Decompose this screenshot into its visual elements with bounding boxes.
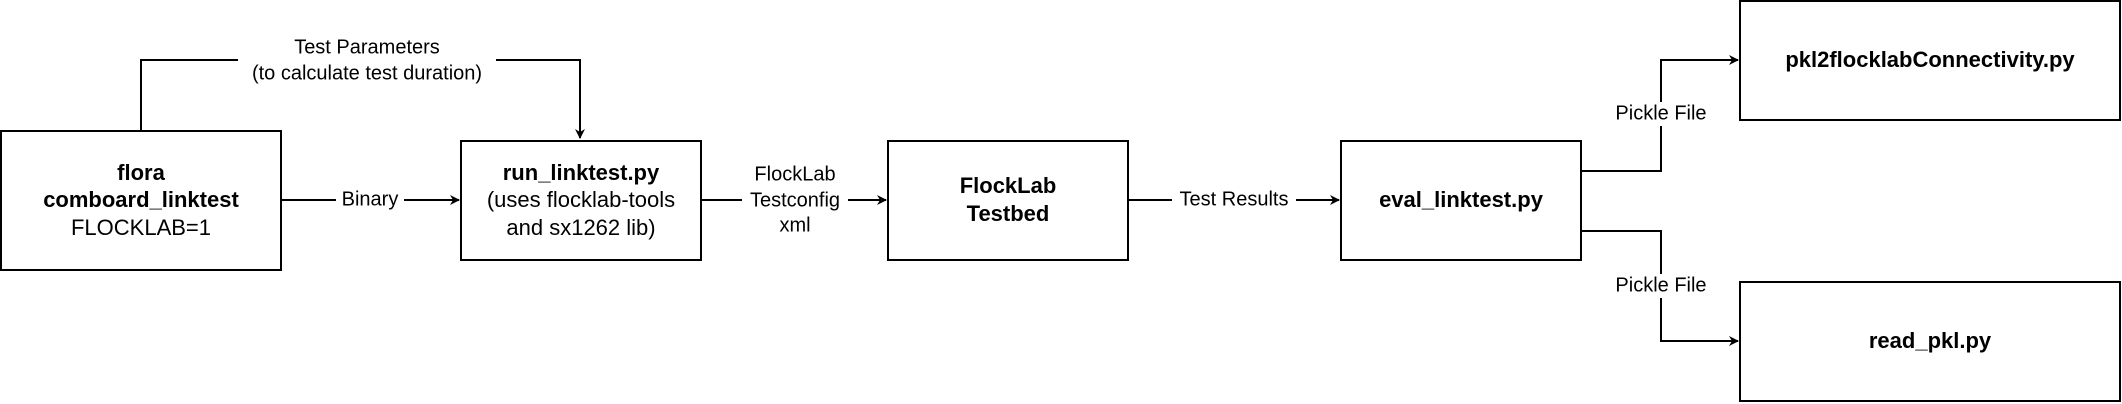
node-flora-line1: flora bbox=[117, 160, 165, 185]
edge-test-parameters: Test Parameters (to calculate test durat… bbox=[140, 32, 585, 139]
edge-pickle-top: Pickle File bbox=[1581, 55, 1739, 172]
edge-binary: Binary bbox=[281, 188, 460, 212]
edge-label-pickle-bottom: Pickle File bbox=[1615, 274, 1706, 296]
node-flocklab-testbed-line1: FlockLab bbox=[960, 173, 1057, 198]
edge-label-pickle-top: Pickle File bbox=[1615, 102, 1706, 124]
edge-label-testconfig-line2: Testconfig bbox=[750, 189, 840, 211]
node-flora: flora comboard_linktest FLOCKLAB=1 bbox=[0, 130, 282, 271]
node-eval-linktest: eval_linktest.py bbox=[1340, 140, 1582, 261]
node-flora-line2: comboard_linktest bbox=[43, 187, 239, 212]
node-run-linktest-line2: (uses flocklab-tools bbox=[487, 187, 675, 212]
edge-label-testconfig-line1: FlockLab bbox=[754, 163, 835, 185]
node-flocklab-testbed: FlockLab Testbed bbox=[887, 140, 1129, 261]
node-pkl2flocklab: pkl2flocklabConnectivity.py bbox=[1739, 0, 2121, 121]
edge-testconfig: FlockLab Testconfig xml bbox=[701, 162, 887, 238]
edge-label-test-parameters-line2: (to calculate test duration) bbox=[252, 62, 482, 84]
node-read-pkl: read_pkl.py bbox=[1739, 281, 2121, 402]
edge-label-testconfig-line3: xml bbox=[779, 214, 810, 236]
node-flora-line3: FLOCKLAB=1 bbox=[71, 215, 211, 240]
edge-label-test-parameters-line1: Test Parameters bbox=[294, 36, 440, 58]
edge-label-test-results: Test Results bbox=[1180, 188, 1289, 210]
node-read-pkl-line1: read_pkl.py bbox=[1869, 328, 1992, 353]
edge-test-results: Test Results bbox=[1129, 188, 1340, 212]
edge-label-binary: Binary bbox=[342, 188, 399, 210]
node-run-linktest-line1: run_linktest.py bbox=[503, 160, 660, 185]
node-run-linktest: run_linktest.py (uses flocklab-tools and… bbox=[460, 140, 702, 261]
node-flocklab-testbed-line2: Testbed bbox=[967, 201, 1050, 226]
node-run-linktest-line3: and sx1262 lib) bbox=[506, 215, 655, 240]
node-eval-linktest-line1: eval_linktest.py bbox=[1379, 187, 1544, 212]
edge-pickle-bottom: Pickle File bbox=[1581, 230, 1739, 346]
node-pkl2flocklab-line1: pkl2flocklabConnectivity.py bbox=[1785, 47, 2075, 72]
